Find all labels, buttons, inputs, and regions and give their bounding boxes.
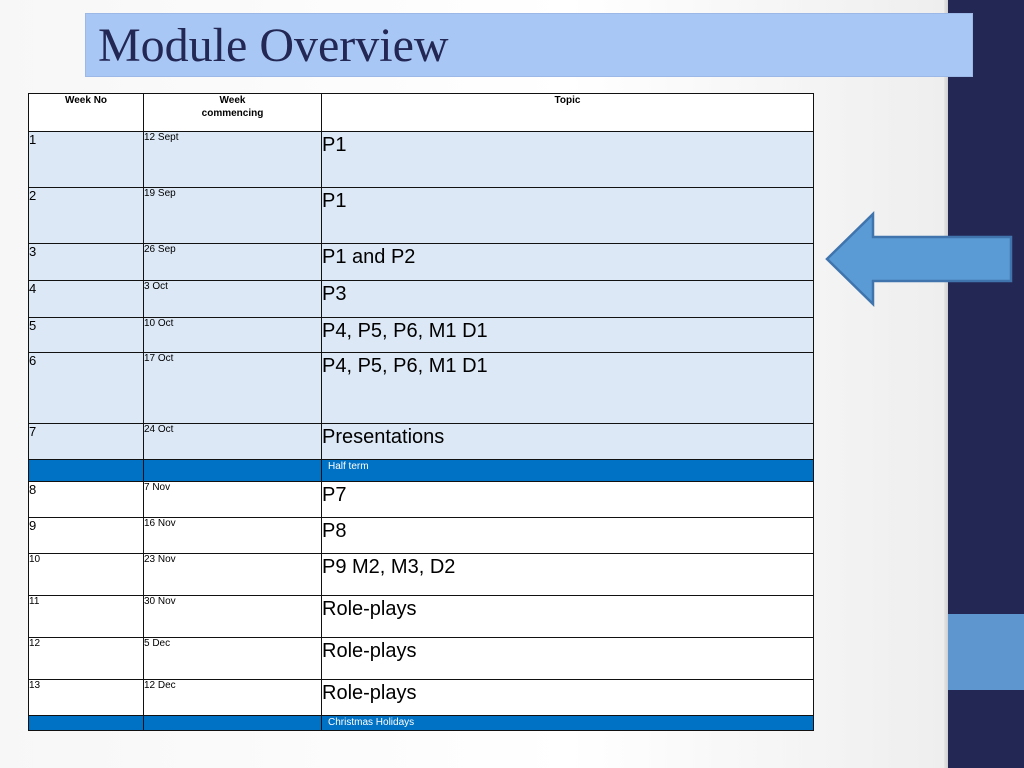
- table-row: 4 3 Oct P3: [28, 280, 814, 318]
- table-row: 2 19 Sep P1: [28, 187, 814, 244]
- topic-cell: P1: [321, 131, 814, 188]
- table-row: 7 24 Oct Presentations: [28, 423, 814, 460]
- topic-cell: Role-plays: [321, 595, 814, 638]
- week-cell: 3: [28, 243, 144, 281]
- table-row: 3 26 Sep P1 and P2: [28, 243, 814, 281]
- table-row: 8 7 Nov P7: [28, 481, 814, 518]
- topic-cell: P4, P5, P6, M1 D1: [321, 352, 814, 424]
- header-week-commencing-line2: commencing: [201, 108, 264, 119]
- table-row-christmas-holidays: Christmas Holidays: [28, 715, 814, 731]
- date-cell: 12 Dec: [143, 679, 322, 716]
- table-row: 12 5 Dec Role-plays: [28, 637, 814, 680]
- week-cell: 1: [28, 131, 144, 188]
- table-row: 13 12 Dec Role-plays: [28, 679, 814, 716]
- week-cell: [28, 715, 144, 731]
- header-topic: Topic: [321, 93, 814, 132]
- table-row: 5 10 Oct P4, P5, P6, M1 D1: [28, 317, 814, 353]
- topic-cell: P8: [321, 517, 814, 554]
- topic-cell: Half term: [321, 459, 814, 482]
- week-cell: 5: [28, 317, 144, 353]
- week-cell: 10: [28, 553, 144, 596]
- topic-cell: Presentations: [321, 423, 814, 460]
- header-week-commencing: Week commencing: [143, 93, 322, 132]
- week-cell: [28, 459, 144, 482]
- header-week-no: Week No: [28, 93, 144, 132]
- table-row: 11 30 Nov Role-plays: [28, 595, 814, 638]
- decorative-sidebar-accent: [948, 614, 1024, 690]
- sidebar-edge: [944, 0, 948, 768]
- topic-cell: P4, P5, P6, M1 D1: [321, 317, 814, 353]
- week-cell: 2: [28, 187, 144, 244]
- date-cell: 3 Oct: [143, 280, 322, 318]
- left-arrow-icon: [825, 211, 1013, 307]
- date-cell: 12 Sept: [143, 131, 322, 188]
- header-row: Week No Week commencing Topic: [28, 93, 814, 132]
- schedule-table: Week No Week commencing Topic 1 12 Sept …: [28, 93, 814, 731]
- date-cell: 26 Sep: [143, 243, 322, 281]
- date-cell: 5 Dec: [143, 637, 322, 680]
- date-cell: 16 Nov: [143, 517, 322, 554]
- topic-cell: P1 and P2: [321, 243, 814, 281]
- date-cell: 7 Nov: [143, 481, 322, 518]
- table-row: 6 17 Oct P4, P5, P6, M1 D1: [28, 352, 814, 424]
- date-cell: [143, 459, 322, 482]
- page-title: Module Overview: [98, 19, 449, 72]
- topic-text: Half term: [328, 461, 369, 472]
- topic-cell: P1: [321, 187, 814, 244]
- date-cell: 23 Nov: [143, 553, 322, 596]
- table-row: 10 23 Nov P9 M2, M3, D2: [28, 553, 814, 596]
- week-cell: 4: [28, 280, 144, 318]
- date-cell: [143, 715, 322, 731]
- topic-cell: Role-plays: [321, 679, 814, 716]
- topic-cell: Role-plays: [321, 637, 814, 680]
- week-cell: 11: [28, 595, 144, 638]
- week-cell: 6: [28, 352, 144, 424]
- topic-cell: Christmas Holidays: [321, 715, 814, 731]
- topic-cell: P9 M2, M3, D2: [321, 553, 814, 596]
- date-cell: 24 Oct: [143, 423, 322, 460]
- week-cell: 8: [28, 481, 144, 518]
- date-cell: 19 Sep: [143, 187, 322, 244]
- date-cell: 17 Oct: [143, 352, 322, 424]
- title-box: Module Overview: [85, 13, 973, 77]
- week-cell: 13: [28, 679, 144, 716]
- date-cell: 30 Nov: [143, 595, 322, 638]
- topic-text: Christmas Holidays: [328, 717, 415, 728]
- header-week-commencing-line1: Week: [219, 95, 246, 106]
- week-cell: 9: [28, 517, 144, 554]
- table-row: 1 12 Sept P1: [28, 131, 814, 188]
- date-cell: 10 Oct: [143, 317, 322, 353]
- topic-cell: P7: [321, 481, 814, 518]
- week-cell: 12: [28, 637, 144, 680]
- week-cell: 7: [28, 423, 144, 460]
- table-row-half-term: Half term: [28, 459, 814, 482]
- table-row: 9 16 Nov P8: [28, 517, 814, 554]
- topic-cell: P3: [321, 280, 814, 318]
